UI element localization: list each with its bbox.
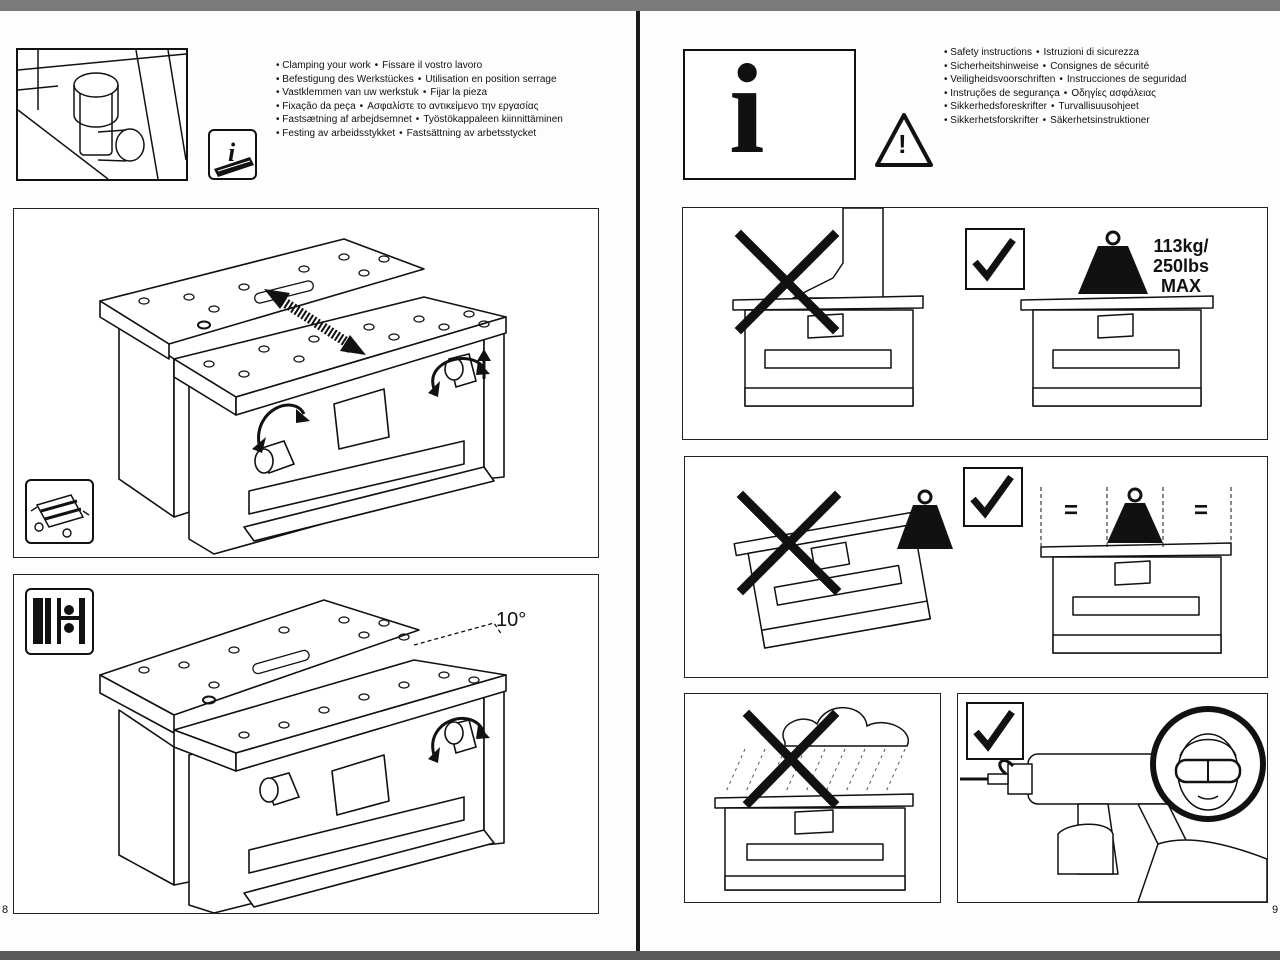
info-book-icon: i: [208, 129, 257, 180]
heading-line: Veiligheidsvoorschriften•Instrucciones d…: [944, 73, 1186, 87]
check-mark-icon: [963, 467, 1023, 527]
heading-line: Festing av arbeidsstykket•Fastsättning a…: [276, 127, 563, 141]
right-page: i ! Safety instructions•Istruzioni di si…: [640, 11, 1280, 951]
heading-line: Sicherheitshinweise•Consignes de sécurit…: [944, 60, 1186, 74]
viewer-top-bar: [0, 0, 1280, 11]
safety-heading-list: Safety instructions•Istruzioni di sicure…: [944, 46, 1186, 127]
heading-line: Vastklemmen van uw werkstuk•Fijar la pie…: [276, 86, 563, 100]
warning-mark: !: [898, 129, 907, 159]
viewer-bottom-bar: [0, 951, 1280, 960]
svg-text:i: i: [228, 138, 236, 167]
warning-triangle-icon: !: [874, 111, 934, 169]
page-number-left: 8: [2, 904, 9, 916]
info-letter: i: [729, 38, 765, 180]
equal-sign: =: [1194, 497, 1209, 524]
heading-line: Safety instructions•Istruzioni di sicure…: [944, 46, 1186, 60]
heading-line: Fastsætning af arbejdsemnet•Työstökappal…: [276, 113, 563, 127]
rain-cloud-icon: [782, 707, 910, 747]
clamp-peg-closeup-icon: [16, 48, 188, 181]
workbench-clamping-illustration: [13, 208, 599, 558]
heading-line: Instruções de segurança•Οδηγίες ασφάλεια…: [944, 87, 1186, 101]
left-page: i Clamping your work•Fissare il vostro l…: [0, 11, 636, 951]
equal-sign: =: [1064, 497, 1079, 524]
clamping-heading-list: Clamping your work•Fissare il vostro lav…: [276, 59, 563, 140]
bench-top-view-icon: [25, 479, 94, 544]
heading-line: Befestigung des Werkstückes•Utilisation …: [276, 73, 563, 87]
heading-line: Sikkerhetsforskrifter•Säkerhetsinstrukti…: [944, 114, 1186, 128]
heading-line: Clamping your work•Fissare il vostro lav…: [276, 59, 563, 73]
cross-mark-icon: [734, 229, 840, 335]
workbench-tilt-illustration: 10°: [13, 574, 599, 914]
heading-line: Sikkerhedsforeskrifter•Turvallisuusohjee…: [944, 100, 1186, 114]
book-spine: [636, 11, 640, 951]
check-mark-icon: [965, 228, 1025, 290]
info-icon: i: [683, 45, 856, 180]
max-load-label: 113kg/ 250lbs MAX: [1153, 236, 1210, 296]
check-mark-icon: [966, 702, 1024, 760]
max-load-panel: 113kg/ 250lbs MAX: [682, 207, 1268, 440]
heading-line: Fixação da peça•Ασφαλίστε το αντικείμενο…: [276, 100, 563, 114]
no-rain-panel: [684, 693, 941, 903]
vise-jaws-icon: [25, 588, 94, 655]
weight-icon: [1105, 230, 1121, 246]
safety-goggles-panel: [957, 693, 1268, 903]
tilt-angle-label: 10°: [496, 609, 527, 631]
page-number-right: 9: [1272, 904, 1279, 916]
balanced-load-panel: = =: [684, 456, 1268, 678]
